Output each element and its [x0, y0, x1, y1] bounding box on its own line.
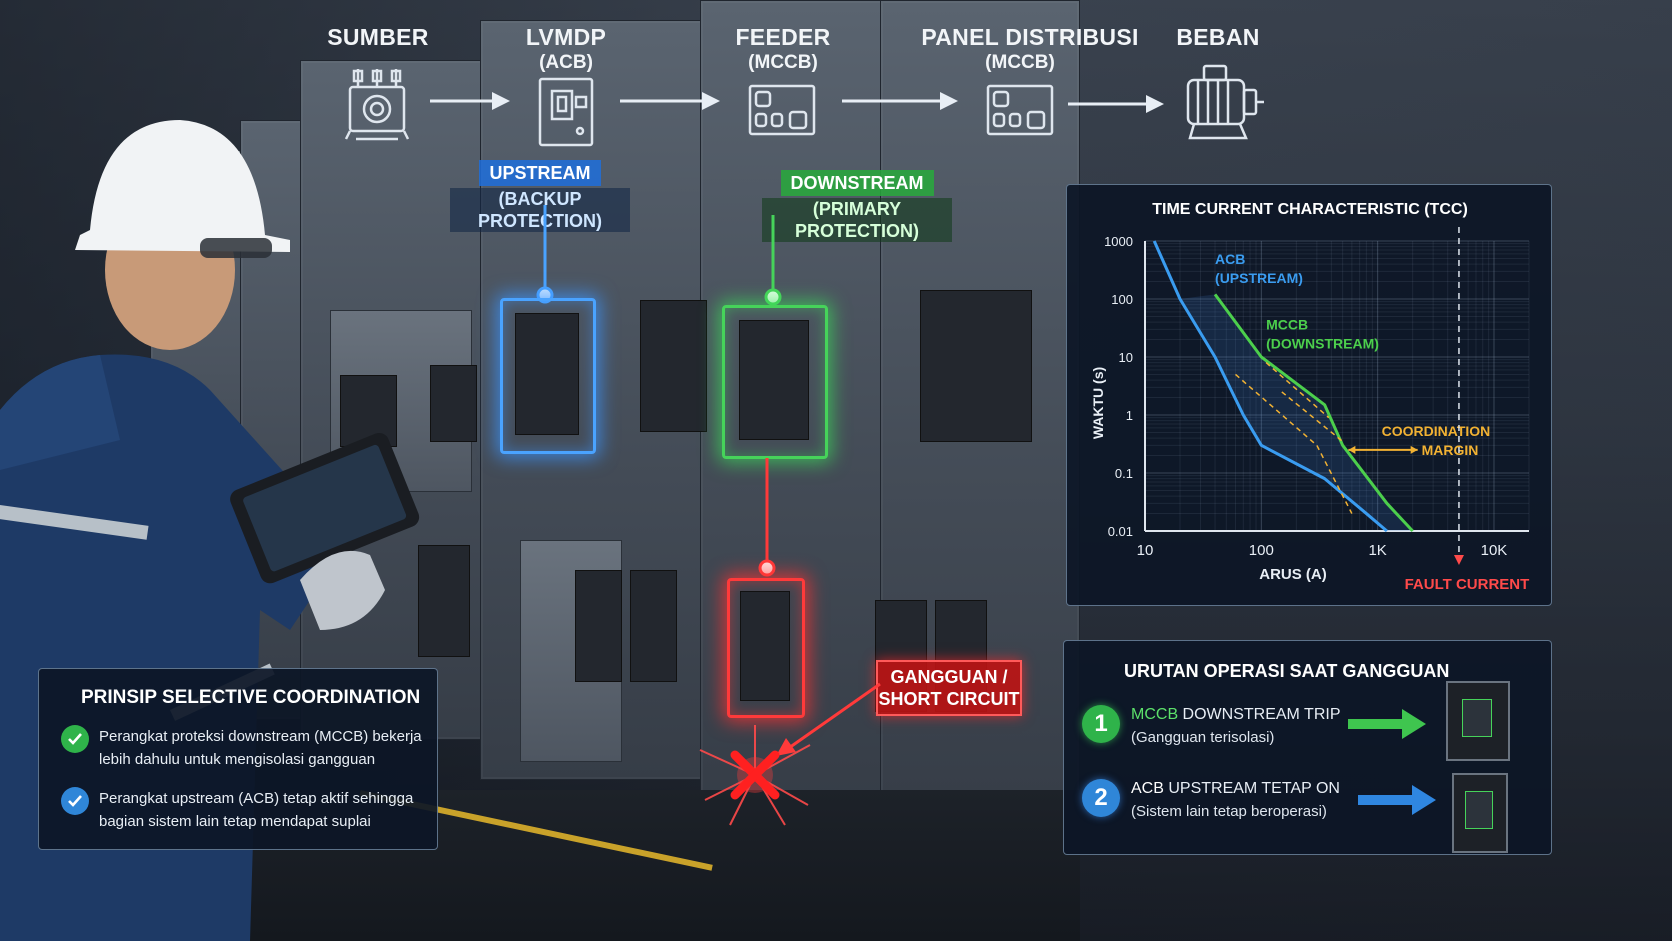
- step-sub: (Gangguan terisolasi): [1131, 729, 1275, 746]
- principles-panel: PRINSIP SELECTIVE COORDINATION Perangkat…: [38, 668, 438, 850]
- mccb-curve-label: MCCB: [1266, 316, 1308, 332]
- flow-label: BEBAN: [1176, 24, 1260, 50]
- downstream-tag-title: DOWNSTREAM: [780, 170, 934, 196]
- acb-curve-label: (UPSTREAM): [1215, 270, 1303, 286]
- downstream-tag-subtitle: (PRIMARY PROTECTION): [762, 198, 952, 242]
- x-tick-label: 1K: [1368, 542, 1386, 559]
- flow-label: SUMBER: [327, 24, 429, 50]
- upstream-breaker-highlight: [500, 298, 596, 454]
- mccb-panel-icon: [986, 84, 1054, 136]
- flow-sublabel: (MCCB): [985, 52, 1055, 73]
- step-number-badge: 1: [1082, 705, 1120, 743]
- x-tick-label: 10K: [1481, 542, 1508, 559]
- arrow-right-icon: [1348, 709, 1426, 739]
- principle-item-1: Perangkat proteksi downstream (MCCB) bek…: [99, 725, 422, 771]
- mccb-curve-label: (DOWNSTREAM): [1266, 335, 1379, 351]
- sequence-panel: URUTAN OPERASI SAAT GANGGUAN 1 MCCB DOWN…: [1063, 640, 1552, 855]
- x-tick-label: 100: [1249, 542, 1274, 559]
- y-tick-label: 100: [1111, 292, 1133, 307]
- upstream-connector: [536, 205, 554, 304]
- flow-label: LVMDP: [525, 24, 607, 50]
- flow-arrow-4: [1068, 95, 1164, 113]
- fault-current-label: FAULT CURRENT: [1405, 576, 1530, 593]
- sequence-step-1: MCCB DOWNSTREAM TRIP (Gangguan terisolas…: [1131, 703, 1340, 749]
- mccb-curve: [1213, 293, 1414, 533]
- y-tick-label: 0.1: [1115, 466, 1133, 481]
- y-tick-label: 1000: [1104, 234, 1133, 249]
- step-number-badge: 2: [1082, 779, 1120, 817]
- margin-guide-line: [1281, 391, 1344, 443]
- margin-arrowhead: [1348, 445, 1356, 454]
- x-tick-label: 10: [1137, 542, 1154, 559]
- short-circuit-spark-icon: [699, 725, 811, 826]
- flow-sublabel: (MCCB): [748, 52, 818, 73]
- fault-connector: [758, 458, 776, 577]
- check-icon: [61, 787, 89, 815]
- sequence-step-2: ACB UPSTREAM TETAP ON (Sistem lain tetap…: [1131, 777, 1340, 823]
- motor-icon: [1186, 64, 1264, 140]
- principle-item-line: bagian sistem lain tetap mendapat suplai: [99, 813, 371, 830]
- margin-arrowhead: [1410, 445, 1418, 454]
- step-main: DOWNSTREAM TRIP: [1178, 706, 1341, 723]
- y-axis-label: WAKTU (s): [1090, 367, 1106, 439]
- downstream-connector: [764, 215, 782, 306]
- chart-title: TIME CURRENT CHARACTERISTIC (TCC): [1152, 201, 1468, 218]
- coordination-margin-area: [1180, 294, 1413, 531]
- upstream-tag-subtitle: (BACKUP PROTECTION): [450, 188, 630, 232]
- principles-title: PRINSIP SELECTIVE COORDINATION: [81, 687, 421, 708]
- acb-breaker-icon: [538, 77, 594, 147]
- fault-tag-line1: GANGGUAN /: [890, 667, 1008, 687]
- flow-arrow-1: [430, 92, 510, 110]
- step-main: UPSTREAM TETAP ON: [1163, 780, 1340, 797]
- principle-item-line: lebih dahulu untuk mengisolasi gangguan: [99, 751, 376, 768]
- sequence-title: URUTAN OPERASI SAAT GANGGUAN: [1124, 661, 1450, 681]
- y-tick-label: 0.01: [1108, 524, 1133, 539]
- principle-item-line: Perangkat upstream (ACB) tetap aktif seh…: [99, 790, 414, 807]
- step-highlight: MCCB: [1131, 706, 1179, 723]
- faulted-breaker-highlight: [727, 578, 805, 718]
- coordination-margin-label: COORDINATION: [1382, 423, 1491, 439]
- acb-curve-label: ACB: [1215, 251, 1245, 267]
- tripped-breaker-thumbnail: [1446, 681, 1510, 761]
- flow-label: FEEDER: [735, 24, 831, 50]
- mccb-panel-icon: [748, 84, 816, 136]
- y-tick-label: 1: [1126, 408, 1133, 423]
- margin-guide-line: [1265, 362, 1330, 419]
- x-axis-label: ARUS (A): [1259, 566, 1327, 583]
- flow-arrow-2: [620, 92, 720, 110]
- upstream-tag: UPSTREAM (BACKUP PROTECTION): [450, 160, 630, 232]
- flow-sublabel: (ACB): [539, 52, 593, 73]
- downstream-breaker-highlight: [722, 305, 828, 459]
- check-icon: [61, 725, 89, 753]
- principle-item-line: Perangkat proteksi downstream (MCCB) bek…: [99, 728, 422, 745]
- flow-arrow-3: [842, 92, 958, 110]
- fault-tag-line2: SHORT CIRCUIT: [878, 689, 1020, 709]
- downstream-tag: DOWNSTREAM (PRIMARY PROTECTION): [762, 170, 952, 242]
- flow-label: PANEL DISTRIBUSI: [921, 24, 1139, 50]
- fault-pointer-arrow: [776, 682, 881, 756]
- coordination-margin-label: MARGIN: [1422, 442, 1479, 458]
- transformer-icon: [344, 69, 410, 141]
- acb-curve: [1152, 240, 1388, 533]
- principle-item-2: Perangkat upstream (ACB) tetap aktif seh…: [99, 787, 413, 833]
- fault-current-arrow: [1453, 555, 1464, 565]
- on-breaker-thumbnail: [1452, 773, 1508, 853]
- tcc-chart: 1000 100 10 1 0.1 0.01 10 100 1K 10K ACB (UPSTREAM…: [1090, 227, 1530, 593]
- step-highlight: ACB: [1131, 780, 1164, 797]
- step-sub: (Sistem lain tetap beroperasi): [1131, 803, 1327, 820]
- arrow-right-icon: [1358, 785, 1436, 815]
- fault-tag: GANGGUAN / SHORT CIRCUIT: [876, 660, 1022, 716]
- upstream-tag-title: UPSTREAM: [479, 160, 601, 186]
- y-tick-label: 10: [1119, 350, 1133, 365]
